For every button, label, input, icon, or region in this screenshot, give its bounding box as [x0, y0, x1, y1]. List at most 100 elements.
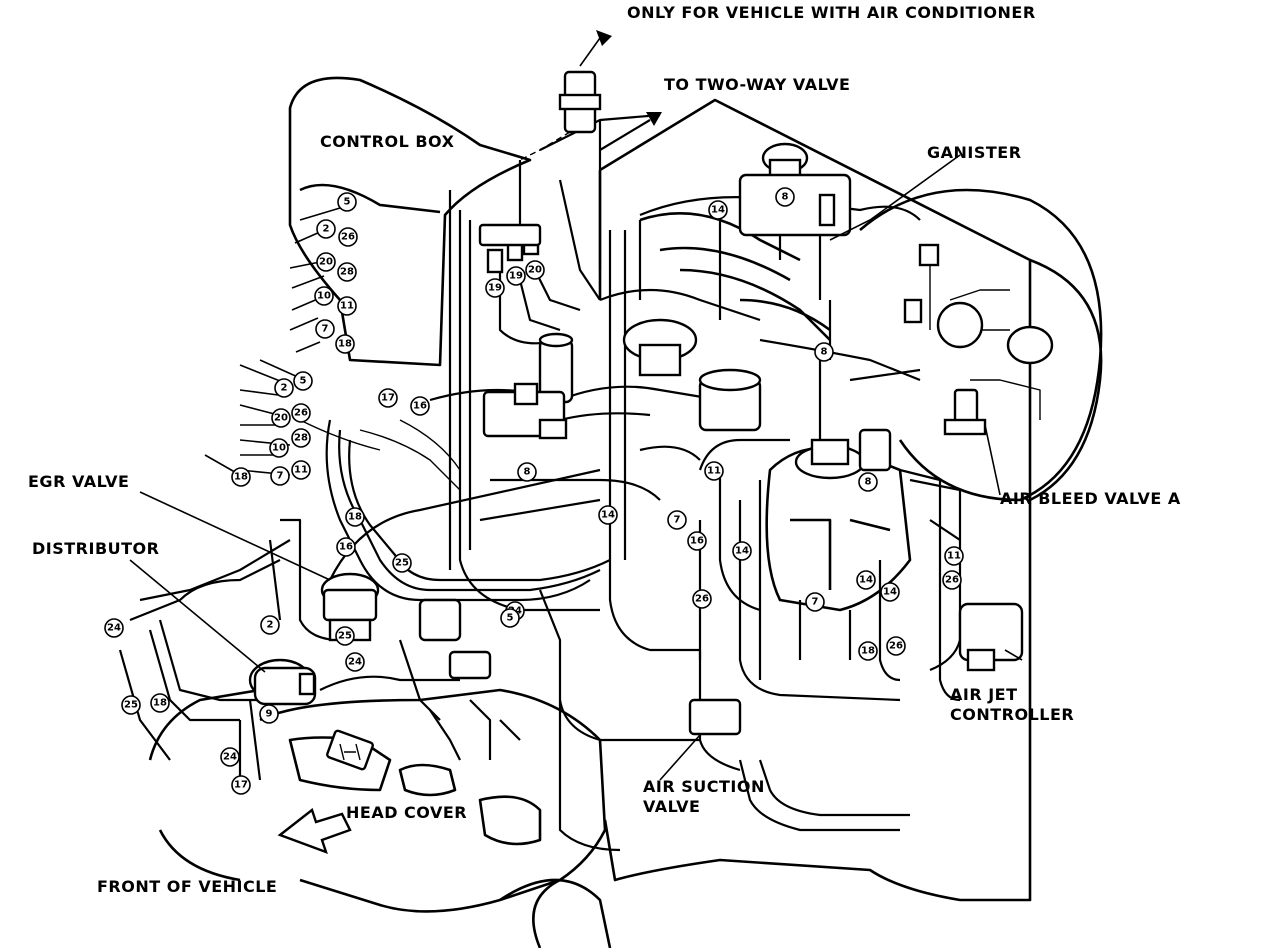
- hose-number-circle: [858, 472, 878, 492]
- hose-number-text: 14: [883, 587, 897, 598]
- hose-number-text: 14: [601, 510, 615, 521]
- hose-number-circle: [150, 693, 170, 713]
- hose-number-circle: [732, 541, 752, 561]
- hose-number-10: 10: [269, 438, 289, 458]
- hose-number-7: 7: [270, 466, 290, 486]
- hose-number-circle: [704, 461, 724, 481]
- hose-number-28: 28: [291, 428, 311, 448]
- hose-number-circle: [500, 608, 520, 628]
- engine-outlines: [148, 76, 1103, 948]
- label-air-jet-controller-line1: AIR JET: [950, 685, 1018, 704]
- hose-number-text: 16: [413, 401, 427, 412]
- hose-number-24: 24: [104, 618, 124, 638]
- label-leaders: [129, 154, 1023, 781]
- hose-number-2: 2: [316, 219, 336, 239]
- distributor-icon: [248, 658, 317, 706]
- hose-number-text: 25: [395, 558, 409, 569]
- hose-number-8: 8: [858, 472, 878, 492]
- hose-number-bubbles: 5226202810117182526202810711181716191920…: [104, 187, 964, 795]
- hose-number-text: 11: [340, 301, 354, 312]
- hose-number-25: 25: [121, 695, 141, 715]
- hose-number-text: 2: [281, 383, 288, 394]
- hose-number-text: 2: [267, 620, 274, 631]
- hose-number-text: 8: [782, 192, 789, 203]
- hose-number-14: 14: [708, 200, 728, 220]
- hose-number-circle: [314, 286, 334, 306]
- hose-number-circle: [410, 396, 430, 416]
- hose-number-text: 26: [294, 408, 308, 419]
- hose-number-circle: [880, 582, 900, 602]
- hose-number-circle: [337, 296, 357, 316]
- hose-number-circle: [708, 200, 728, 220]
- hose-number-circle: [335, 334, 355, 354]
- hose-number-text: 16: [339, 542, 353, 553]
- hose-number-text: 10: [272, 443, 286, 454]
- hose-number-11: 11: [291, 460, 311, 480]
- hose-number-circle: [345, 507, 365, 527]
- hose-number-circle: [335, 626, 355, 646]
- hose-number-circle: [293, 371, 313, 391]
- hose-number-text: 11: [294, 465, 308, 476]
- hose-number-7: 7: [805, 592, 825, 612]
- hose-number-20: 20: [271, 408, 291, 428]
- hose-number-7: 7: [667, 510, 687, 530]
- hose-number-text: 14: [735, 546, 749, 557]
- hose-number-text: 28: [294, 433, 308, 444]
- hose-number-text: 26: [945, 575, 959, 586]
- two-way-valve-arrow-icon: [599, 112, 662, 151]
- hose-number-text: 14: [859, 575, 873, 586]
- hose-number-text: 18: [861, 646, 875, 657]
- hose-number-20: 20: [525, 260, 545, 280]
- hose-number-circle: [291, 428, 311, 448]
- hose-number-circle: [316, 219, 336, 239]
- hose-number-2: 2: [260, 615, 280, 635]
- hose-number-14: 14: [880, 582, 900, 602]
- label-ac-note: ONLY FOR VEHICLE WITH AIR CONDITIONER: [627, 3, 1036, 22]
- hose-number-2: 2: [274, 378, 294, 398]
- hose-number-circle: [378, 388, 398, 408]
- hose-number-circle: [337, 262, 357, 282]
- hose-number-5: 5: [500, 608, 520, 628]
- hose-number-circle: [667, 510, 687, 530]
- vacuum-hoses: [118, 113, 1041, 852]
- ac-solenoid-icon: [519, 30, 612, 161]
- hose-number-text: 18: [348, 512, 362, 523]
- hose-number-20: 20: [316, 252, 336, 272]
- hose-number-16: 16: [687, 531, 707, 551]
- hose-number-17: 17: [378, 388, 398, 408]
- hose-number-18: 18: [335, 334, 355, 354]
- hose-number-text: 7: [322, 324, 329, 335]
- hose-number-circle: [274, 378, 294, 398]
- hose-number-14: 14: [598, 505, 618, 525]
- hose-number-circle: [392, 553, 412, 573]
- hose-number-18: 18: [858, 641, 878, 661]
- solenoid-cluster-icon: [478, 223, 542, 274]
- hose-number-circle: [269, 438, 289, 458]
- hose-number-circle: [291, 403, 311, 423]
- hose-number-circle: [291, 460, 311, 480]
- hose-number-circle: [485, 278, 505, 298]
- hose-number-text: 20: [528, 265, 542, 276]
- air-cleaner-outline: [599, 98, 1032, 902]
- hose-number-circle: [315, 319, 335, 339]
- hose-number-text: 11: [947, 551, 961, 562]
- hose-number-5: 5: [337, 192, 357, 212]
- hose-number-text: 18: [234, 472, 248, 483]
- text-labels: ONLY FOR VEHICLE WITH AIR CONDITIONER TO…: [28, 3, 1180, 896]
- hose-number-text: 14: [711, 205, 725, 216]
- hose-number-circle: [231, 775, 251, 795]
- hose-number-text: 5: [507, 613, 514, 624]
- honda-logo-icon: [326, 729, 374, 771]
- hose-number-text: 20: [319, 257, 333, 268]
- throttle-opener-icon: [794, 428, 892, 480]
- hose-number-text: 26: [695, 594, 709, 605]
- hose-number-8: 8: [814, 342, 834, 362]
- hose-number-circle: [337, 192, 357, 212]
- hose-number-text: 8: [865, 477, 872, 488]
- hose-number-14: 14: [732, 541, 752, 561]
- hose-number-26: 26: [338, 227, 358, 247]
- hose-number-text: 7: [812, 597, 819, 608]
- diaphragm-valve-icon: [622, 318, 762, 432]
- hose-number-8: 8: [775, 187, 795, 207]
